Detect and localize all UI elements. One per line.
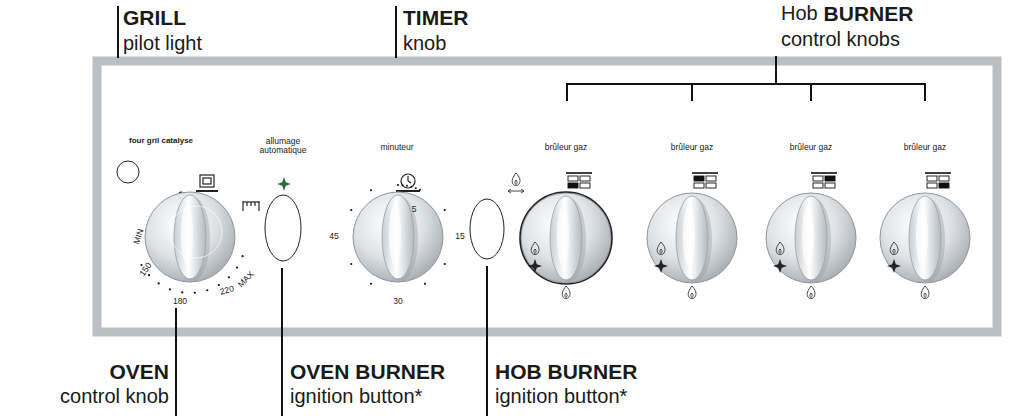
burner-indicator [927, 176, 937, 181]
burner-indicator [568, 176, 578, 181]
burner-indicator [939, 176, 949, 181]
callout-label: HOB BURNER [495, 360, 637, 383]
callout-label: OVEN [109, 360, 169, 383]
callout-label: knob [403, 32, 446, 54]
panel-marking: 30 [393, 297, 402, 306]
panel-marking: brûleur gaz [790, 143, 833, 152]
scale-dot [406, 185, 408, 187]
hob-burner-control [880, 173, 970, 299]
scale-dot [397, 184, 399, 186]
callout-label: control knob [60, 385, 169, 407]
oven-knob [145, 192, 235, 282]
flame-symbol [807, 286, 815, 299]
burner-indicator [813, 183, 823, 188]
scale-dot [402, 184, 404, 186]
hob-burner-control [647, 173, 737, 299]
burner-indicator [706, 176, 716, 181]
callout-label: ignition button* [495, 385, 627, 407]
scale-dot [350, 209, 352, 211]
panel-marking: brûleur gaz [671, 143, 714, 152]
scale-dot [181, 291, 183, 293]
burner-indicator [568, 183, 578, 188]
callout-label: Hob [781, 2, 818, 24]
panel-marking: 15 [455, 232, 464, 241]
scale-dot [242, 255, 244, 257]
flame-symbol [688, 286, 696, 299]
callout-label: TIMER [403, 6, 468, 29]
ignition-symbol [654, 259, 668, 273]
callout-label: GRILL [123, 6, 186, 29]
scale-dot [419, 189, 421, 191]
pilot-light [117, 161, 139, 183]
hob-knob [880, 193, 970, 283]
scale-dot [370, 189, 372, 191]
scale-dot [218, 284, 220, 286]
scale-dot [194, 292, 196, 294]
ignition-symbol [277, 177, 291, 191]
panel-marking: allumage automatique [252, 137, 314, 156]
flame-symbol [776, 242, 784, 255]
scale-dot [410, 186, 412, 188]
ignition-symbol [528, 259, 542, 273]
panel-marking: four gril catalyse [129, 137, 193, 146]
timer-knob [353, 192, 443, 282]
hob-burner-control [520, 173, 612, 299]
panel-marking: 5 [412, 205, 417, 214]
burner-indicator [813, 176, 823, 181]
control-panel [97, 61, 997, 332]
burner-indicator [927, 183, 937, 188]
flame-symbol [921, 286, 929, 299]
grill-symbol [243, 201, 259, 211]
hob-burner-control [766, 173, 856, 299]
oven-ignition-button [265, 195, 301, 261]
burner-indicator [825, 176, 835, 181]
hob-knob [647, 193, 737, 283]
oven-symbol [196, 175, 218, 191]
hob-knob [521, 193, 611, 283]
flame-symbol [562, 286, 570, 299]
scale-dot [228, 276, 230, 278]
panel-marking: 45 [329, 232, 338, 241]
scale-dot [169, 288, 171, 290]
scale-dot [370, 283, 372, 285]
ignition-symbol [773, 259, 787, 273]
scale-dot [350, 263, 352, 265]
scale-dot [444, 209, 446, 211]
scale-dot [415, 187, 417, 189]
flame-symbol [531, 242, 539, 255]
scale-dot [206, 289, 208, 291]
burner-indicator [580, 176, 590, 181]
burner-indicator [694, 176, 704, 181]
callout-label: control knobs [781, 28, 900, 50]
burner-indicator [825, 183, 835, 188]
burner-indicator [706, 183, 716, 188]
flame-symbol [657, 242, 665, 255]
scale-dot [158, 282, 160, 284]
hob-ignition-symbol [508, 173, 524, 193]
leader-lines [118, 6, 925, 416]
hob-ignition-button [470, 199, 504, 259]
callout-label: OVEN BURNER [290, 360, 445, 383]
callout-label: pilot light [123, 32, 202, 54]
flame-symbol [890, 242, 898, 255]
timer-symbol [396, 174, 420, 191]
scale-dot [236, 266, 238, 268]
ignition-symbol [887, 259, 901, 273]
scale-dot [444, 263, 446, 265]
hob-knob [766, 193, 856, 283]
callout-label: BURNER [824, 2, 914, 25]
panel-marking: brûleur gaz [904, 143, 947, 152]
burner-indicator [580, 183, 590, 188]
burner-indicator [694, 183, 704, 188]
callout-label: ignition button* [290, 385, 422, 407]
scale-dot [424, 283, 426, 285]
panel-marking: brûleur gaz [545, 143, 588, 152]
burner-indicator [939, 183, 949, 188]
panel-marking: 180 [173, 297, 187, 306]
panel-marking: minuteur [380, 143, 413, 152]
